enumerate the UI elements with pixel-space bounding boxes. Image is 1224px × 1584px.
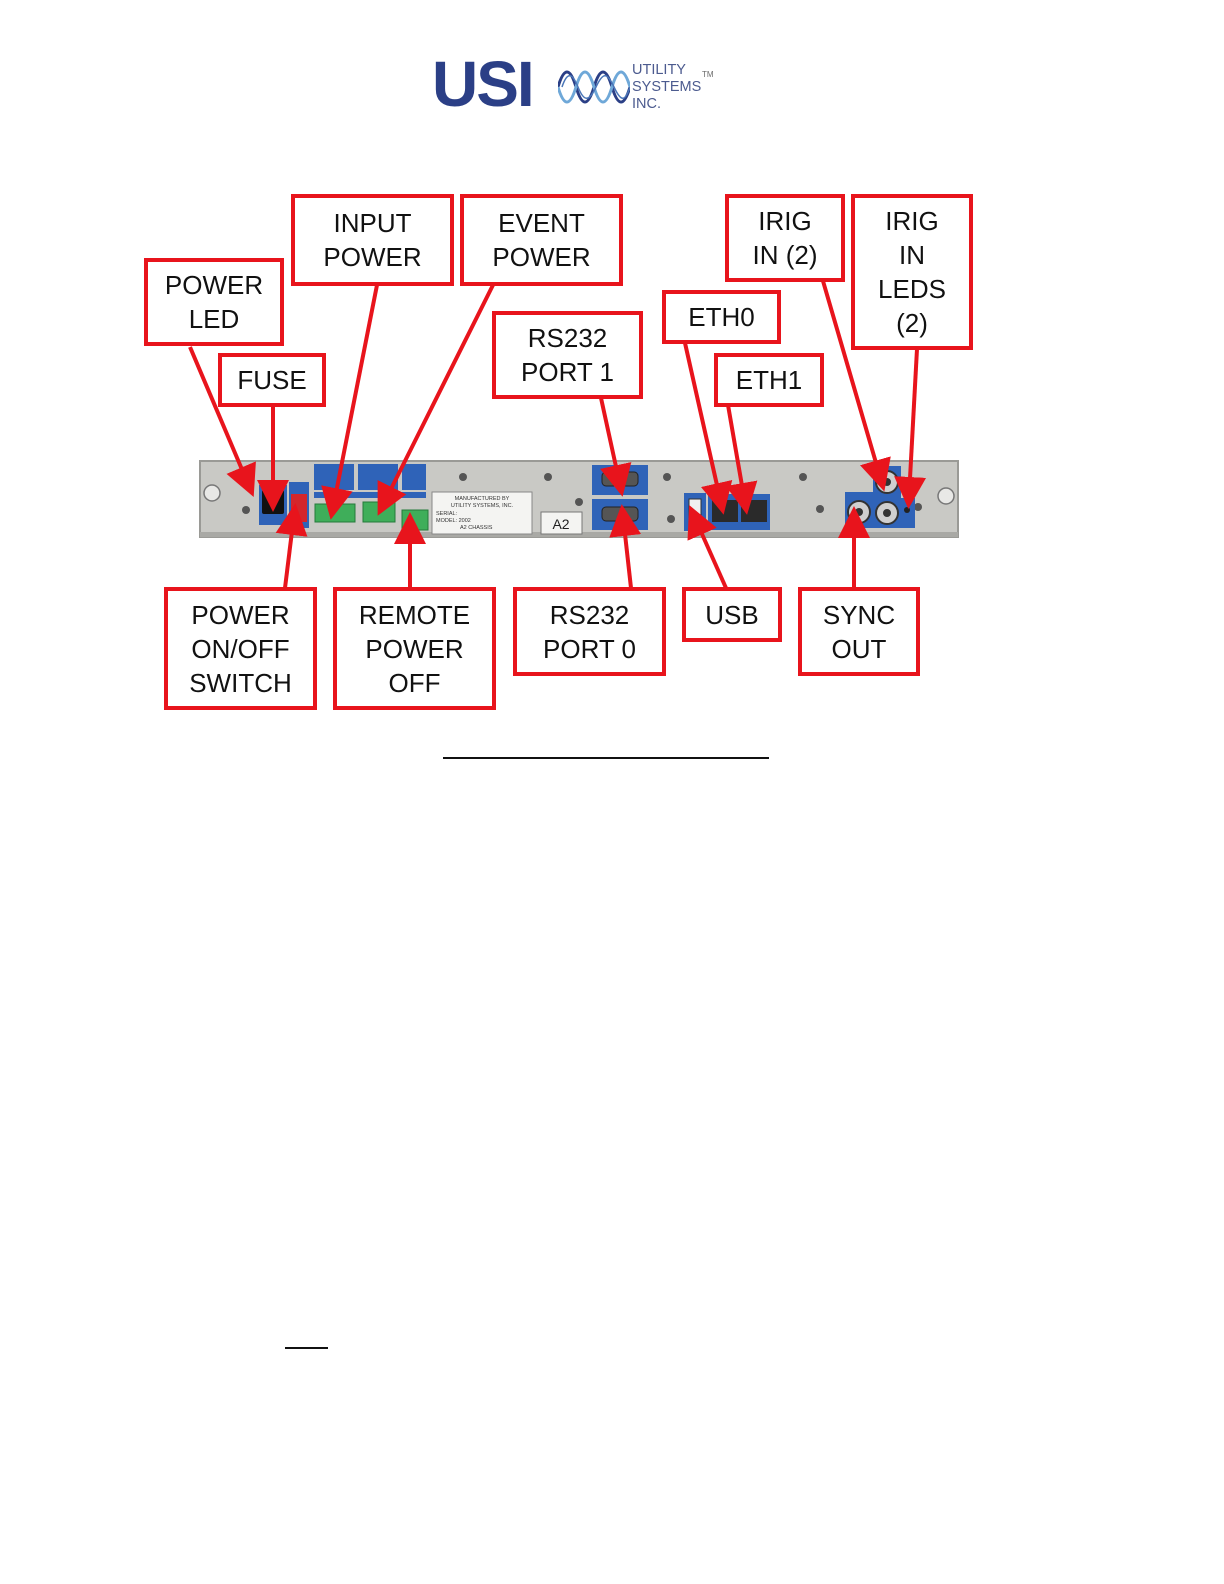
label-rs232-port1: RS232 PORT 1 xyxy=(492,311,643,399)
power-led-icon xyxy=(248,486,254,492)
event-terminal-icon xyxy=(363,502,395,522)
label-irig-in: IRIG IN (2) xyxy=(725,194,845,282)
label-usb: USB xyxy=(682,587,782,642)
label-power-switch: POWER ON/OFF SWITCH xyxy=(164,587,317,710)
nameplate-line: SERIAL: xyxy=(436,511,458,517)
label-remote-power-off: REMOTE POWER OFF xyxy=(333,587,496,710)
irig-led-icon xyxy=(904,507,910,513)
note-underline xyxy=(285,1347,328,1349)
label-rs232-port0: RS232 PORT 0 xyxy=(513,587,666,676)
nameplate-line: A2 CHASSIS xyxy=(460,525,493,531)
chassis-panel: MANUFACTURED BY UTILITY SYSTEMS, INC. SE… xyxy=(200,461,958,537)
label-eth0: ETH0 xyxy=(662,290,781,344)
mount-screw-icon xyxy=(204,485,220,501)
remote-terminal-icon xyxy=(402,510,428,530)
nameplate-line: MODEL: 2002 xyxy=(436,518,471,524)
label-power-led: POWER LED xyxy=(144,258,284,346)
nameplate-line: UTILITY SYSTEMS, INC. xyxy=(451,503,514,509)
mount-screw-icon xyxy=(938,488,954,504)
label-sync-out: SYNC OUT xyxy=(798,587,920,676)
label-fuse: FUSE xyxy=(218,353,326,407)
label-irig-in-leds: IRIG IN LEDS (2) xyxy=(851,194,973,350)
nameplate-line: MANUFACTURED BY xyxy=(455,496,510,502)
label-input-power: INPUT POWER xyxy=(291,194,454,286)
caption-underline xyxy=(443,757,769,759)
label-event-power: EVENT POWER xyxy=(460,194,623,286)
label-eth1: ETH1 xyxy=(714,353,824,407)
model-tag-text: A2 xyxy=(552,516,569,532)
